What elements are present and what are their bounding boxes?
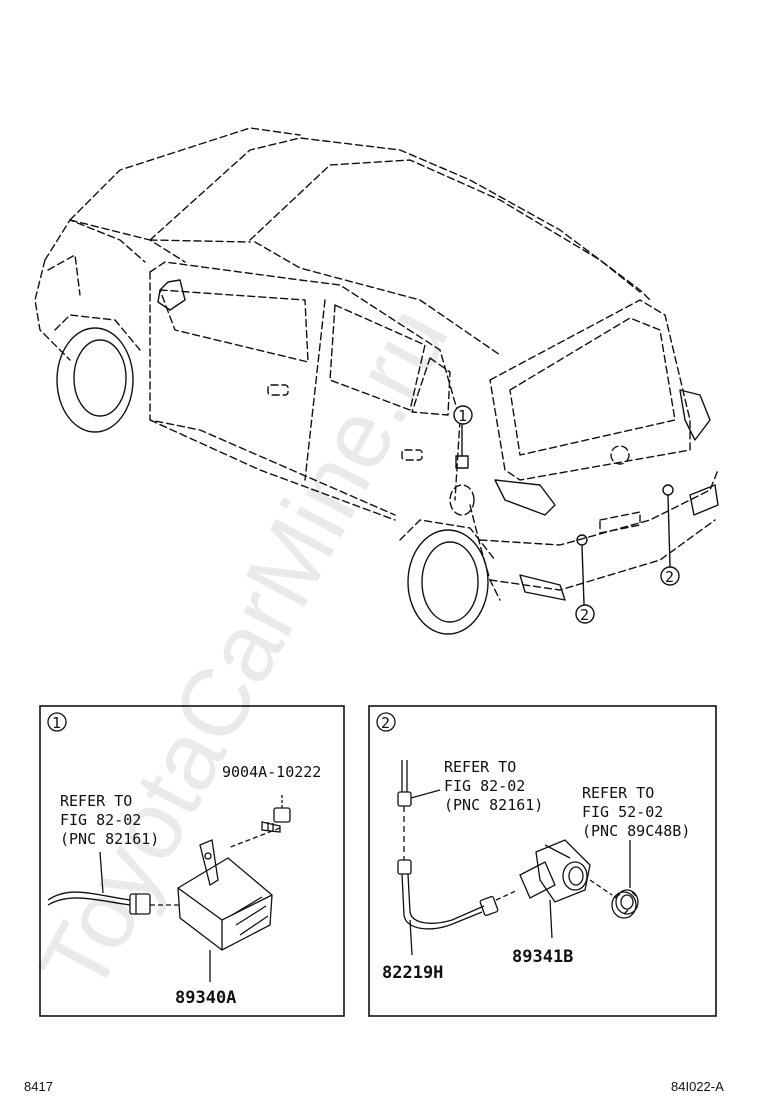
panel-2-refer-a-line-1: REFER TO (444, 758, 516, 776)
panel-2-refer-b-line-3: (PNC 89C48B) (582, 822, 690, 840)
panel-2-refer-a-line-2: FIG 82-02 (444, 777, 525, 795)
module-part-number: 89340A (175, 988, 236, 1008)
callout-label-2b: 2 (665, 568, 674, 586)
wire-harness-icon (47, 851, 180, 915)
panel-1-refer-line-3: (PNC 82161) (60, 830, 159, 848)
detail-panel-2: 2 REFER TO FIG 82-02 (PNC 82161) REFER T… (368, 705, 717, 1017)
footer-figure-code: 84I022-A (671, 1079, 724, 1094)
car-illustration (34, 127, 719, 635)
panel-1-refer-line-2: FIG 82-02 (60, 811, 141, 829)
bolt-part-number: 9004A-10222 (222, 763, 321, 781)
panel-1-refer-line-1: REFER TO (60, 792, 132, 810)
detail-panel-1: 1 9004A-10222 REFER TO FIG 82-02 (PNC 82… (39, 705, 345, 1017)
callout-circle-1 (453, 405, 473, 425)
wire-part-number: 82219H (382, 963, 443, 983)
callout-circle-2a (575, 604, 595, 624)
sensor-part-number: 89341B (512, 947, 573, 967)
callout-label-1: 1 (458, 407, 467, 425)
footer-page-code: 8417 (24, 1079, 53, 1094)
sensor-retainer-icon (611, 840, 639, 919)
panel-2-refer-b-line-1: REFER TO (582, 784, 654, 802)
watermark-text: ToyotaCarMine.ru (19, 291, 469, 1010)
callout-label-2a: 2 (580, 606, 589, 624)
panel-2-refer-b-line-2: FIG 52-02 (582, 803, 663, 821)
panel-1-marker: 1 (52, 714, 61, 732)
panel-2-refer-a-line-3: (PNC 82161) (444, 796, 543, 814)
parking-sensor-icon (519, 839, 613, 939)
bolt-icon (227, 795, 291, 849)
wire-harness-icon (397, 760, 519, 956)
control-module-icon (177, 839, 273, 982)
callout-circle-2b (660, 566, 680, 586)
panel-2-marker: 2 (381, 714, 390, 732)
